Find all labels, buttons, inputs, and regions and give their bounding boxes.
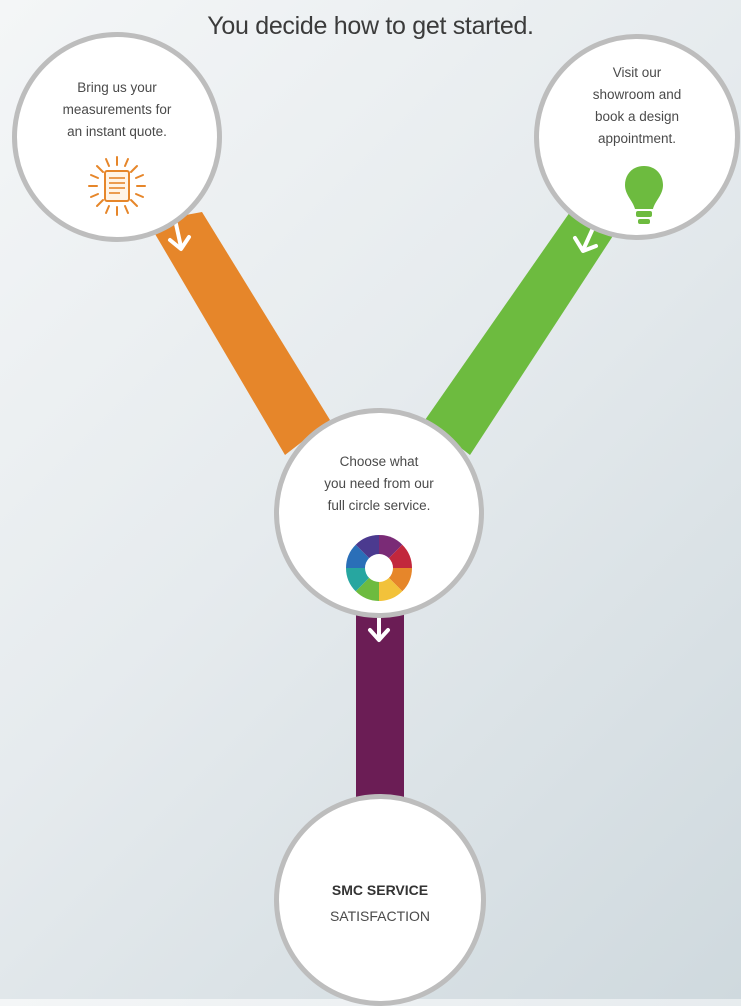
step-text-line: full circle service. [327,498,431,513]
step-text-line: Choose what [339,454,419,469]
step-text-line: you need from our [324,476,434,491]
down-arrow-icon [168,222,191,251]
step-choose-service: Choose what you need from our full circl… [274,408,484,618]
step-text-line: Bring us your [77,80,157,95]
step-text-line: book a design [594,109,680,124]
quote-document-sunburst-icon [88,156,146,216]
orange-path [148,212,330,455]
step-satisfaction: SMC SERVICE SATISFACTION [274,794,486,1006]
result-subheading: SATISFACTION [329,908,431,924]
step-satisfaction-text: SMC SERVICE SATISFACTION [279,877,481,929]
green-path [425,212,622,455]
color-wheel-icon [346,535,412,601]
lightbulb-icon [625,166,663,224]
step-text-line: appointment. [597,131,677,146]
step-measurements: Bring us your measurements for an instan… [12,32,222,242]
step-showroom-text: Visit our showroom and book a design app… [539,62,735,150]
down-arrow-icon [368,613,390,642]
step-text-line: Visit our [612,65,662,80]
step-text-line: an instant quote. [67,124,167,139]
step-measurements-text: Bring us your measurements for an instan… [17,77,217,143]
diagram-title: You decide how to get started. [207,12,534,40]
step-text-line: measurements for [62,102,172,117]
step-choose-text: Choose what you need from our full circl… [279,451,479,517]
step-text-line: showroom and [592,87,682,102]
result-heading: SMC SERVICE [331,882,429,898]
step-showroom: Visit our showroom and book a design app… [534,34,740,240]
